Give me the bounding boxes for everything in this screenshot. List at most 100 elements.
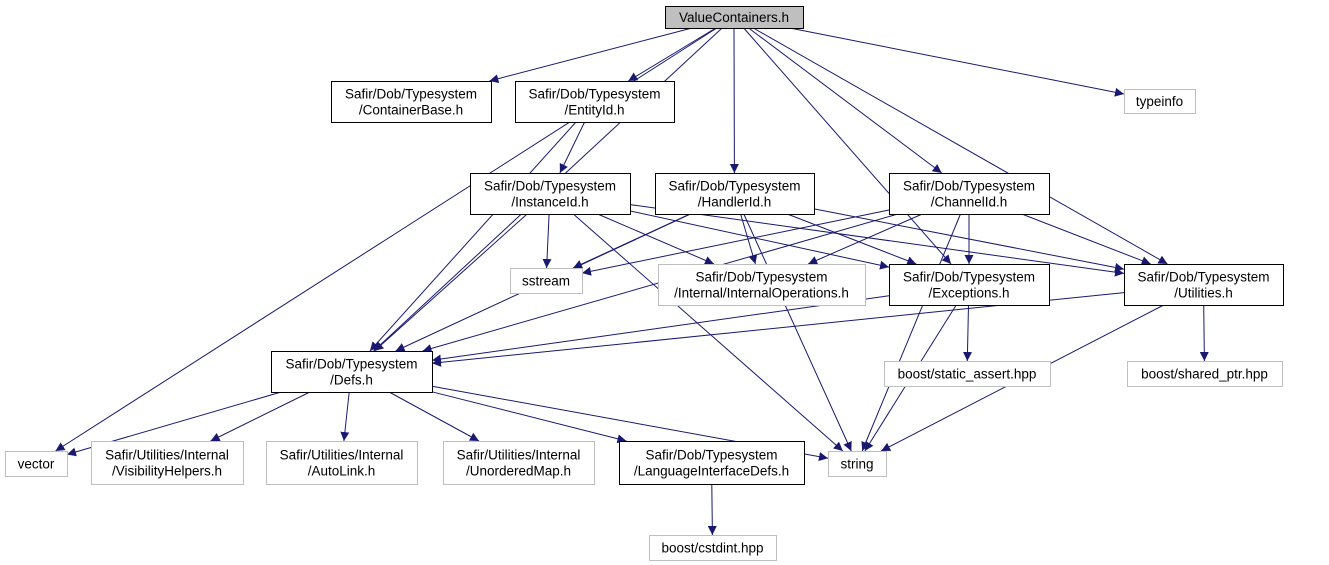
node-label-line: /InstanceId.h (511, 195, 588, 210)
node-box (91, 441, 244, 485)
node-box (443, 441, 595, 485)
node-box (655, 173, 815, 215)
edge-exceptions-to-defs (431, 295, 890, 364)
node-label-line: /AutoLink.h (308, 464, 376, 479)
node-internalops: Safir/Dob/Typesystem/Internal/InternalOp… (658, 264, 866, 306)
node-string: string (828, 451, 887, 477)
node-box (515, 81, 675, 123)
node-label-line: Safir/Dob/Typesystem (903, 179, 1035, 194)
edge-channelid-to-utilities (1021, 213, 1151, 265)
node-exceptions[interactable]: Safir/Dob/Typesystem/Exceptions.h (889, 264, 1050, 306)
edge-utilities-to-shared_ptr (1199, 304, 1209, 362)
edge-valuecontainers-to-typeinfo (789, 27, 1125, 97)
node-label-line: sstream (522, 274, 570, 289)
node-box (510, 268, 583, 294)
node-valuecontainers[interactable]: ValueContainers.h (665, 6, 804, 29)
node-box (5, 451, 68, 477)
node-label-line: /Utilities.h (1174, 286, 1233, 301)
node-box (658, 264, 866, 306)
node-containerbase[interactable]: Safir/Dob/Typesystem/ContainerBase.h (331, 81, 492, 123)
node-box (889, 264, 1050, 306)
edge-valuecontainers-to-exceptions (743, 27, 952, 265)
node-label-line: Safir/Dob/Typesystem (645, 448, 777, 463)
node-channelid[interactable]: Safir/Dob/Typesystem/ChannelId.h (889, 173, 1050, 215)
edge-instanceid-to-internalops (597, 213, 715, 265)
node-label-line: boost/shared_ptr.hpp (1141, 367, 1268, 382)
node-label-line: /Defs.h (330, 373, 373, 388)
edge-defs-to-visibility (210, 391, 311, 442)
edge-instanceid-to-sstream (542, 213, 552, 269)
nodes-layer: ValueContainers.hSafir/Dob/Typesystem/Co… (5, 6, 1284, 561)
edge-defs-to-langiface (431, 391, 627, 444)
node-langiface[interactable]: Safir/Dob/Typesystem/LanguageInterfaceDe… (619, 441, 805, 485)
node-label-line: /ContainerBase.h (359, 103, 463, 118)
edge-channelid-to-string (861, 213, 961, 452)
edge-handlerid-to-sstream (572, 213, 691, 269)
node-label-line: Safir/Utilities/Internal (457, 448, 581, 463)
node-static_assert: boost/static_assert.hpp (884, 361, 1051, 387)
edge-channelid-to-sstream (581, 209, 890, 276)
node-entityid[interactable]: Safir/Dob/Typesystem/EntityId.h (515, 81, 675, 123)
node-box (884, 361, 1051, 387)
node-instanceid[interactable]: Safir/Dob/Typesystem/InstanceId.h (470, 173, 631, 215)
node-label-line: /Internal/InternalOperations.h (674, 286, 849, 301)
node-handlerid[interactable]: Safir/Dob/Typesystem/HandlerId.h (655, 173, 815, 215)
node-box (271, 351, 433, 393)
node-utilities[interactable]: Safir/Dob/Typesystem/Utilities.h (1124, 264, 1284, 306)
node-label-line: /ChannelId.h (931, 195, 1008, 210)
edge-handlerid-to-string (743, 213, 852, 452)
node-box (1124, 264, 1284, 306)
edge-entityid-to-instanceid (559, 121, 586, 174)
node-label-line: /Exceptions.h (928, 286, 1009, 301)
node-box (1124, 89, 1196, 114)
node-cstdint: boost/cstdint.hpp (649, 535, 777, 561)
node-box (649, 535, 777, 561)
node-label-line: Safir/Dob/Typesystem (285, 357, 417, 372)
node-label-line: Safir/Dob/Typesystem (1137, 270, 1269, 285)
node-label-line: Safir/Dob/Typesystem (345, 87, 477, 102)
node-autolink: Safir/Utilities/Internal/AutoLink.h (266, 441, 418, 485)
node-vector: vector (5, 451, 68, 477)
edge-handlerid-to-exceptions (787, 213, 917, 265)
edge-instanceid-to-defs (374, 213, 528, 352)
edge-valuecontainers-to-utilities (753, 27, 1168, 265)
edge-channelid-to-internalops (807, 213, 923, 265)
node-label-line: Safir/Dob/Typesystem (528, 87, 660, 102)
edge-defs-to-autolink (340, 391, 350, 442)
node-box (470, 173, 631, 215)
node-defs[interactable]: Safir/Dob/Typesystem/Defs.h (271, 351, 433, 393)
node-label-line: boost/static_assert.hpp (898, 367, 1037, 382)
node-label-line: /LanguageInterfaceDefs.h (634, 464, 789, 479)
node-label-line: typeinfo (1136, 94, 1183, 109)
node-box (889, 173, 1050, 215)
node-label-line: Safir/Utilities/Internal (280, 448, 404, 463)
node-label-line: ValueContainers.h (679, 10, 789, 25)
node-label-line: Safir/Dob/Typesystem (903, 270, 1035, 285)
edge-valuecontainers-to-entityid (628, 27, 717, 82)
node-box (266, 441, 418, 485)
node-label-line: string (840, 457, 873, 472)
node-label-line: boost/cstdint.hpp (661, 541, 763, 556)
edge-valuecontainers-to-channelid (748, 27, 943, 174)
edge-defs-to-unorderedmap (388, 391, 480, 442)
node-label-line: vector (18, 457, 55, 472)
edge-valuecontainers-to-containerbase (489, 27, 693, 84)
node-label-line: /HandlerId.h (698, 195, 772, 210)
node-label-line: /EntityId.h (564, 103, 624, 118)
edge-instanceid-to-utilities (629, 204, 1125, 277)
node-box (1127, 361, 1283, 387)
node-box (828, 451, 887, 477)
edge-instanceid-to-exceptions (629, 210, 890, 270)
node-label-line: Safir/Utilities/Internal (105, 448, 229, 463)
edge-exceptions-to-static_assert (962, 304, 972, 362)
node-label-line: Safir/Dob/Typesystem (484, 179, 616, 194)
node-sstream: sstream (510, 268, 583, 294)
edge-langiface-to-cstdint (707, 483, 717, 536)
node-box (331, 81, 492, 123)
node-label-line: Safir/Dob/Typesystem (695, 270, 827, 285)
node-label-line: Safir/Dob/Typesystem (668, 179, 800, 194)
node-box (619, 441, 805, 485)
node-visibility: Safir/Utilities/Internal/VisibilityHelpe… (91, 441, 244, 485)
node-typeinfo: typeinfo (1124, 89, 1196, 114)
